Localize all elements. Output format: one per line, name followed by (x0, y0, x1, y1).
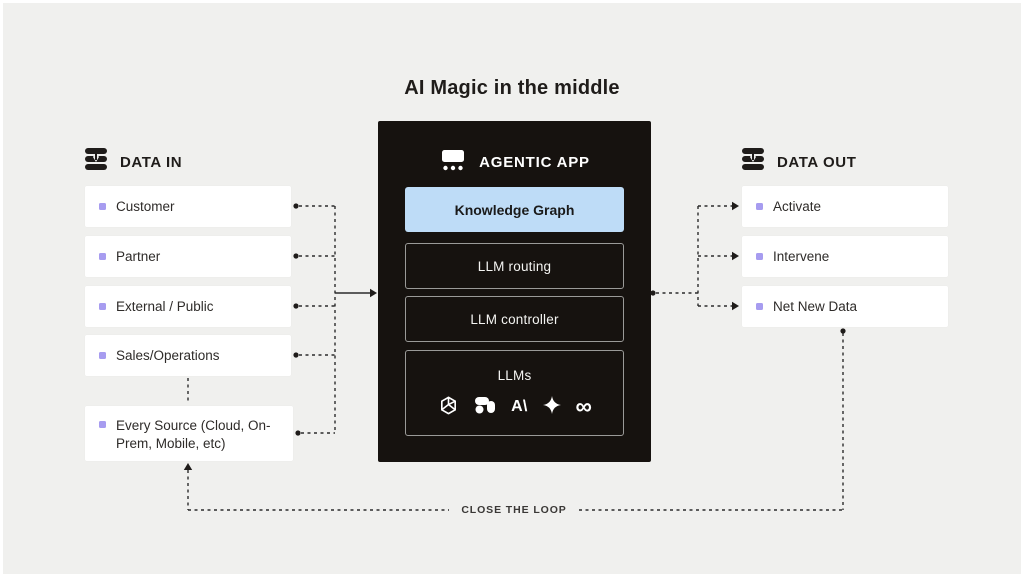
database-stack-icon (83, 146, 109, 178)
openai-logo (438, 395, 459, 419)
database-stack-icon (740, 146, 766, 178)
card-label: External / Public (116, 298, 214, 314)
gemini-logo (542, 396, 561, 417)
bullet-icon (756, 203, 763, 210)
data-out-card-intervene: Intervene (742, 236, 948, 277)
card-label: Partner (116, 248, 161, 264)
bullet-icon (99, 352, 106, 359)
agentic-app-header: AGENTIC APP (378, 148, 651, 177)
data-out-header: DATA OUT (740, 146, 857, 178)
data-in-header: DATA IN (83, 146, 182, 178)
agentic-app-panel: AGENTIC APP Knowledge Graph LLM routing … (378, 121, 651, 462)
diagram-title: AI Magic in the middle (404, 77, 620, 99)
data-in-card-sales-operations: Sales/Operations (85, 335, 291, 376)
llms-block: LLMs (405, 350, 624, 436)
bullet-icon (756, 303, 763, 310)
data-out-card-activate: Activate (742, 186, 948, 227)
data-out-label: DATA OUT (777, 153, 857, 171)
card-label: Net New Data (773, 298, 858, 314)
bullet-icon (99, 253, 106, 260)
card-label: Sales/Operations (116, 347, 220, 363)
bullet-icon (99, 303, 106, 310)
llm-provider-logos: A\ ∞ (438, 393, 592, 419)
llm-controller-block: LLM controller (405, 296, 624, 342)
data-in-card-partner: Partner (85, 236, 291, 277)
agentic-app-label: AGENTIC APP (479, 154, 590, 171)
bullet-icon (99, 421, 106, 428)
card-label: Intervene (773, 248, 830, 264)
anthropic-logo: A\ (511, 397, 528, 415)
close-the-loop-label: CLOSE THE LOOP (461, 504, 567, 516)
data-in-label: DATA IN (120, 153, 183, 171)
cohere-logo (474, 395, 496, 418)
card-label: Every Source (Cloud, On-Prem, Mobile, et… (116, 418, 271, 451)
knowledge-graph-block: Knowledge Graph (405, 187, 624, 232)
bullet-icon (756, 253, 763, 260)
llm-routing-block: LLM routing (405, 243, 624, 289)
app-window-icon (439, 148, 467, 177)
bullet-icon (99, 203, 106, 210)
data-in-card-external-public: External / Public (85, 286, 291, 327)
card-label: Customer (116, 198, 175, 214)
meta-logo: ∞ (575, 393, 592, 419)
card-label: Activate (773, 198, 822, 214)
data-in-card-customer: Customer (85, 186, 291, 227)
llms-label: LLMs (497, 367, 532, 383)
data-out-card-net-new-data: Net New Data (742, 286, 948, 327)
data-in-card-every-source: Every Source (Cloud, On-Prem, Mobile, et… (85, 406, 293, 461)
